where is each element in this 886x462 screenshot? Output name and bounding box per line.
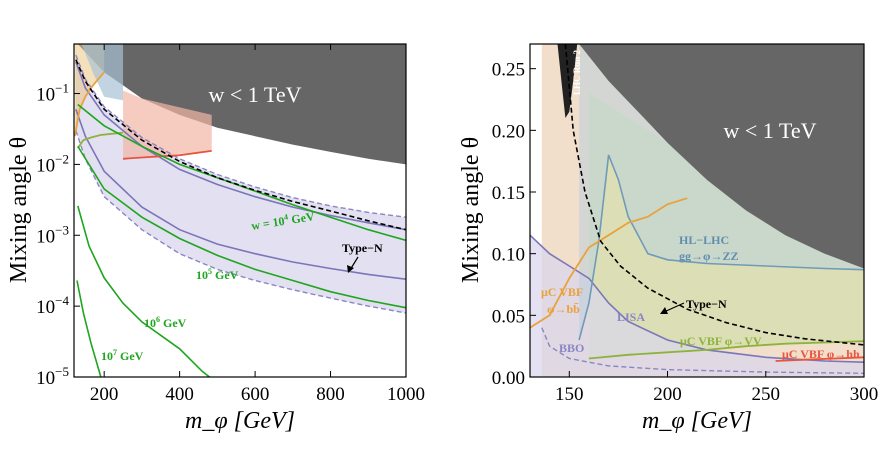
excluded-label-right: w < 1 TeV — [724, 118, 817, 143]
muc-vv-label: μC VBF φ→VV — [680, 334, 762, 348]
lisa-label-right: LISA — [617, 310, 645, 324]
w-1e6-label: 106 GeV — [144, 315, 187, 330]
w-1e7-line — [76, 280, 102, 377]
muc-bb-label-1: μC VBF — [541, 285, 583, 299]
axis-ticks-right: 150 200 250 300 0.00 0.05 0.10 0.15 0.20 0.25 — [492, 60, 879, 405]
y-tick-label-left: 10−3 — [36, 222, 69, 247]
y-tick-label-right: 0.00 — [492, 368, 525, 389]
plot-frame-left — [73, 43, 407, 378]
plot-frame-right — [529, 43, 865, 378]
w-1e7-label: 107 GeV — [101, 348, 144, 363]
y-tick-label-left: 10−1 — [36, 81, 69, 106]
x-tick-label-right: 250 — [752, 384, 781, 405]
y-tick-label-right: 0.25 — [492, 60, 525, 81]
w-1e4-label: w = 104 GeV — [250, 208, 316, 233]
axis-ticks-left: 200 400 600 800 1000 10−1 10−2 10−3 10−4 10−5 — [36, 44, 425, 405]
type-n-arrow-right — [663, 302, 685, 313]
lisa-band-left — [75, 55, 406, 313]
lisa-region-right — [530, 235, 864, 377]
bbo-label: BBO — [559, 341, 584, 355]
x-tick-label-left: 400 — [165, 384, 194, 405]
type-n-line-right — [564, 44, 864, 346]
w-1e5-line — [77, 145, 406, 309]
muc-hh-line-right — [775, 356, 864, 362]
lisa-upper-left — [75, 61, 406, 231]
type-n-label-left: Type−N — [342, 241, 383, 255]
y-tick-label-right: 0.10 — [492, 245, 525, 266]
dashed-upper-left — [75, 54, 406, 218]
excluded-label-left: w < 1 TeV — [209, 82, 302, 107]
y-tick-label-left: 10−5 — [36, 364, 69, 389]
x-tick-label-right: 300 — [850, 384, 879, 405]
x-tick-label-left: 1000 — [387, 384, 425, 405]
muc-hh-region-left — [123, 90, 212, 159]
ylabel-left: Mixing angle θ — [6, 137, 32, 283]
type-n-arrowhead-right — [660, 307, 668, 314]
y-tick-label-right: 0.20 — [492, 121, 525, 142]
y-tick-label-right: 0.05 — [492, 306, 525, 327]
lisa-line-right — [530, 234, 864, 363]
y-tick-label-left: 10−2 — [36, 151, 69, 176]
dashed-lower-left — [75, 130, 406, 314]
left-panel: 200 400 600 800 1000 10−1 10−2 10−3 10−4 10−5 w <… — [6, 43, 425, 434]
type-n-label-right: Type−N — [686, 297, 727, 311]
w-1e6-line — [77, 205, 211, 377]
muc-vv-line-left — [77, 131, 124, 149]
lhc-run2-region — [557, 44, 578, 118]
excluded-region-left — [77, 44, 406, 165]
y-tick-label-right: 0.15 — [492, 183, 525, 204]
type-n-line-left — [75, 59, 406, 231]
xlabel-left: m_φ [GeV] — [185, 408, 295, 434]
hl-lhc-label-2: gg→φ→ZZ — [679, 249, 739, 263]
right-panel: 150 200 250 300 0.00 0.05 0.10 0.15 0.20 0.25 w <… — [458, 43, 879, 434]
w-1e5-label: 105 GeV — [196, 267, 239, 282]
x-tick-label-left: 600 — [241, 384, 270, 405]
hl-lhc-line — [578, 154, 864, 341]
type-n-arrowhead-left — [347, 265, 354, 273]
hl-lhc-region-left — [81, 44, 124, 101]
x-tick-label-left: 800 — [316, 384, 345, 405]
muc-bb-label-2: φ→bb̄ — [547, 302, 580, 316]
x-tick-label-left: 200 — [90, 384, 119, 405]
muc-hh-label: μC VBF φ→hh — [782, 347, 860, 361]
ylabel-right: Mixing angle θ — [458, 137, 484, 283]
muc-bb-line-right — [530, 197, 688, 329]
hl-lhc-label-1: HL−LHC — [679, 233, 729, 247]
lisa-lower-left — [75, 109, 406, 280]
x-tick-label-right: 200 — [653, 384, 682, 405]
muc-bb-line-left — [74, 71, 105, 137]
muc-vv-line-right — [588, 340, 864, 360]
muc-hh-line-left — [122, 150, 212, 160]
x-tick-label-right: 150 — [555, 384, 584, 405]
y-tick-label-left: 10−4 — [36, 293, 69, 318]
excluded-region-right — [579, 44, 864, 269]
lhc-run2-label: LHC Run 2 — [572, 49, 582, 95]
xlabel-right: m_φ [GeV] — [642, 408, 752, 434]
